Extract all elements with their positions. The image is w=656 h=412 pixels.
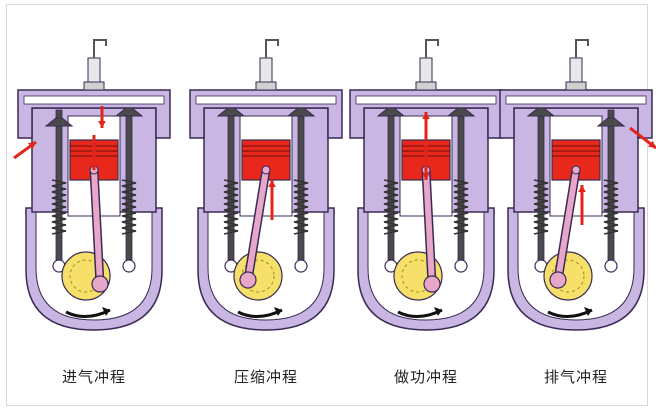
engine-intake-stroke: [13, 39, 171, 331]
connecting-rod: [91, 167, 103, 287]
combustion-arrow: [422, 112, 430, 140]
exhaust-cam: [454, 259, 468, 273]
head-channel: [505, 95, 647, 105]
spark-plug-base: [415, 81, 437, 91]
exhaust-valve-head: [286, 107, 316, 117]
piston-direction-arrow: [422, 145, 430, 180]
engine-compression-stroke: [189, 39, 343, 331]
intake-valve-spring: [383, 179, 399, 235]
spark-plug: [569, 57, 583, 85]
spark-plug: [87, 57, 101, 85]
exhaust-valve-head: [114, 107, 144, 117]
rotation-arrowhead: [274, 307, 282, 316]
engine-exhaust-stroke: [499, 39, 656, 331]
rotation-arrowhead: [434, 307, 442, 316]
wrist-pin: [571, 165, 581, 175]
caption-compression-stroke: 压缩冲程: [233, 368, 298, 386]
crank-pin: [239, 271, 257, 289]
head-channel: [195, 95, 337, 105]
spark-plug-wire: [575, 39, 589, 58]
rotation-arrowhead: [102, 307, 110, 316]
exhaust-valve-spring: [293, 179, 309, 235]
head-channel: [355, 95, 497, 105]
connecting-rod: [245, 167, 269, 283]
exhaust-cam: [294, 259, 308, 273]
spark-plug-base: [255, 81, 277, 91]
engine-power-stroke: [349, 39, 503, 331]
spark-plug: [419, 57, 433, 85]
caption-power-stroke: 做功冲程: [393, 368, 458, 386]
piston-direction-arrow: [90, 135, 98, 170]
spark-arrow: [98, 106, 106, 128]
head-channel: [23, 95, 165, 105]
caption-intake-stroke: 进气冲程: [61, 368, 126, 386]
intake-valve-head: [44, 117, 74, 127]
piston-direction-arrow: [268, 180, 276, 220]
intake-valve-head: [526, 107, 556, 117]
spark-plug-wire: [425, 39, 439, 58]
intake-valve-spring: [51, 179, 67, 235]
spark-plug-base: [83, 81, 105, 91]
connecting-rod: [555, 167, 579, 283]
spark-plug-wire: [93, 39, 107, 58]
exhaust-valve-spring: [603, 179, 619, 235]
exhaust-valve-head: [446, 107, 476, 117]
intake-valve-head: [376, 107, 406, 117]
rotation-arrowhead: [584, 307, 592, 316]
intake-valve-spring: [533, 179, 549, 235]
exhaust-cam: [604, 259, 618, 273]
exhaust-valve-spring: [453, 179, 469, 235]
spark-plug-base: [565, 81, 587, 91]
exhaust-cam: [122, 259, 136, 273]
intake-flow-arrow: [13, 140, 37, 160]
wrist-pin: [261, 165, 271, 175]
exhaust-valve-head: [596, 117, 626, 127]
spark-plug-wire: [265, 39, 279, 58]
crank-pin: [423, 275, 441, 293]
exhaust-valve-spring: [121, 179, 137, 235]
piston-direction-arrow: [578, 185, 586, 225]
connecting-rod: [423, 167, 435, 287]
spark-plug: [259, 57, 273, 85]
intake-valve-head: [216, 107, 246, 117]
intake-valve-spring: [223, 179, 239, 235]
crank-pin: [91, 275, 109, 293]
caption-exhaust-stroke: 排气冲程: [543, 368, 608, 386]
exhaust-flow-arrow: [629, 126, 656, 150]
crank-pin: [549, 271, 567, 289]
